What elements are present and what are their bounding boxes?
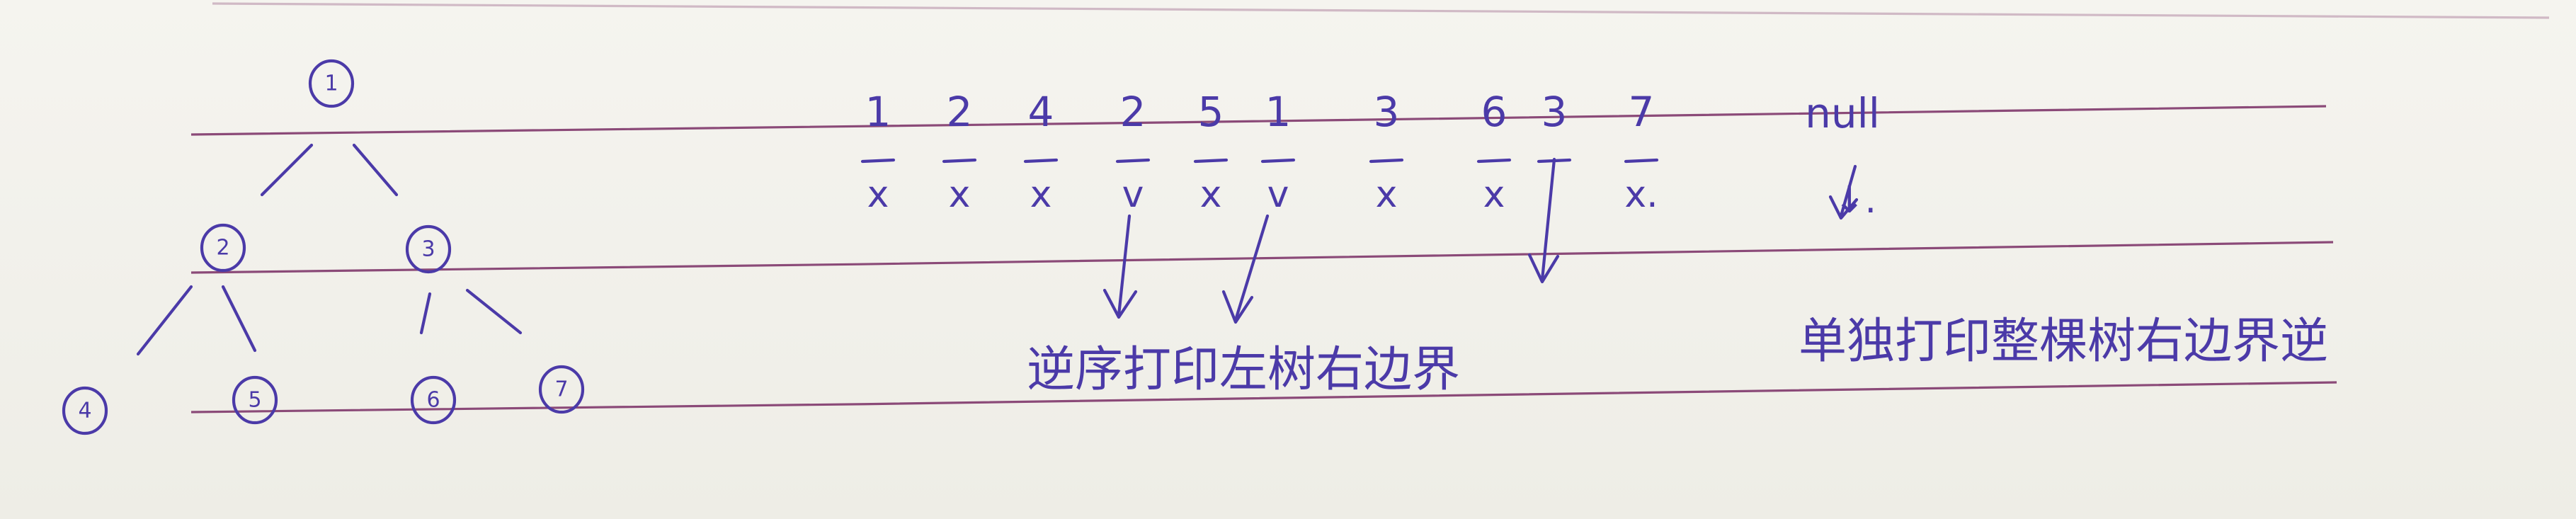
tree-node-circle [308, 59, 355, 108]
check-mark: v [1122, 173, 1144, 216]
tree-node-circle [405, 224, 452, 274]
note-whole-tree: 单独打印整棵树右边界逆 [1799, 314, 2328, 370]
tree-edge-2-4 [136, 285, 193, 356]
ruled-line-bottom [190, 381, 2337, 414]
arrow-down-3 [1540, 157, 1556, 282]
tree-node-3: 3 [405, 224, 452, 274]
tree-node-1: 1 [308, 59, 355, 108]
arrow-down-1 [1117, 214, 1132, 317]
tree-node-5: 5 [232, 375, 278, 425]
tree-edge-3-7 [465, 288, 523, 335]
sequence-overline [860, 158, 896, 164]
tree-node-label: 3 [421, 237, 435, 262]
binary-tree: 1 2 3 4 5 6 7 [62, 59, 585, 435]
sequence-overline [1476, 158, 1512, 164]
tree-node-label: 5 [248, 388, 261, 413]
cross-mark: x. [1624, 173, 1658, 216]
sequence-overline [1260, 158, 1296, 164]
sequence-number: 4 [1028, 88, 1054, 136]
tree-node-circle [410, 375, 457, 425]
tree-node-label: 6 [426, 388, 440, 413]
cross-mark: x [1483, 173, 1505, 216]
cross-mark: x [1200, 173, 1222, 216]
cross-mark: x [949, 173, 971, 216]
cross-mark: x [867, 173, 889, 216]
arrow-head-4 [1828, 195, 1859, 220]
tree-node-circle [232, 375, 278, 425]
tree-node-2: 2 [200, 223, 246, 273]
null-label: null [1805, 89, 1880, 137]
ruled-line-faint [212, 2, 2550, 19]
arrows [1102, 157, 1859, 324]
sequence-number: 7 [1629, 88, 1655, 136]
tree-node-label: 7 [554, 377, 568, 402]
sequence-overline [1624, 158, 1659, 164]
tree-edge-3-6 [419, 292, 432, 335]
check-mark: v [1267, 173, 1289, 216]
arrow-head-2 [1221, 290, 1254, 324]
tree-node-label: 2 [216, 236, 229, 261]
arrow-down-4 [1839, 164, 1857, 218]
note-left-boundary: 逆序打印左树右边界 [1027, 342, 1460, 398]
sequence-number: 1 [1265, 88, 1292, 136]
tree-node-6: 6 [410, 375, 457, 425]
sequence-overline [1023, 158, 1059, 164]
arrow-down-2 [1233, 214, 1270, 322]
ruled-line-middle [190, 241, 2334, 274]
sequence-number: 3 [1374, 88, 1400, 136]
sequence-number: 2 [947, 88, 973, 136]
sequence-number: 5 [1198, 88, 1224, 136]
sequence-overline [942, 158, 977, 164]
sequence-number: 3 [1541, 88, 1568, 136]
tree-node-circle [538, 365, 585, 414]
sequence-number: 6 [1481, 88, 1508, 136]
tree-node-circle [200, 223, 246, 273]
arrow-head-3 [1527, 253, 1560, 284]
tree-node-label: 1 [324, 72, 338, 96]
sequence-number: 1 [865, 88, 891, 136]
tree-node-circle [62, 386, 108, 435]
tree-node-4: 4 [62, 386, 108, 435]
sequence-overline [1193, 158, 1229, 164]
sequence-overline [1115, 158, 1151, 164]
tree-edge-1-2 [260, 143, 314, 197]
tree-node-7: 7 [538, 365, 585, 414]
sequence-overline [1369, 158, 1404, 164]
tree-edge-1-3 [352, 143, 399, 197]
cross-mark: x [1030, 173, 1052, 216]
cross-mark: x [1376, 173, 1398, 216]
tree-node-label: 4 [78, 399, 91, 423]
ruled-line-top [190, 105, 2327, 136]
arrow-head-1 [1102, 288, 1138, 319]
sequence-number: 2 [1120, 88, 1146, 136]
tree-edge-2-5 [221, 285, 257, 353]
